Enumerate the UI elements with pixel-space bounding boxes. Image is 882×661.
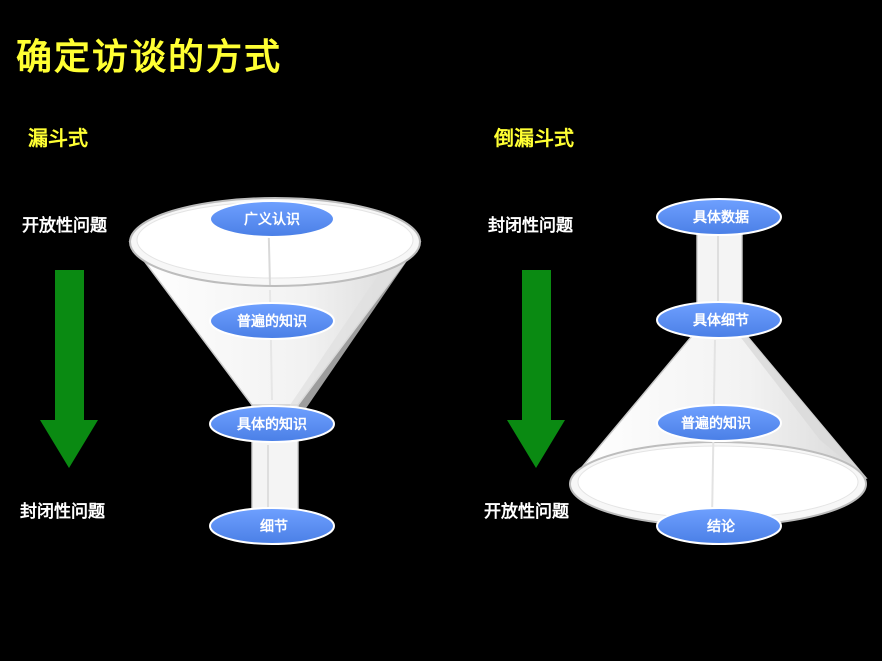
inverted-funnel-pill-4: 结论 bbox=[656, 507, 782, 545]
funnel-top-label: 开放性问题 bbox=[22, 216, 107, 236]
funnel-shape bbox=[128, 197, 422, 521]
funnel-heading: 漏斗式 bbox=[28, 126, 88, 150]
funnel-pill-3-text: 具体的知识 bbox=[236, 416, 307, 433]
inverted-funnel-pill-2: 具体细节 bbox=[656, 301, 782, 339]
inverted-funnel-top-label: 封闭性问题 bbox=[488, 216, 573, 236]
page-title: 确定访谈的方式 bbox=[16, 36, 283, 78]
inverted-funnel-heading: 倒漏斗式 bbox=[494, 126, 574, 150]
inverted-funnel-down-arrow bbox=[507, 270, 565, 468]
funnel-pill-1: 广义认识 bbox=[209, 200, 335, 238]
funnel-pill-1-text: 广义认识 bbox=[244, 211, 300, 228]
funnel-bottom-label: 封闭性问题 bbox=[20, 502, 105, 522]
inverted-funnel-pill-1-text: 具体数据 bbox=[692, 209, 749, 226]
inverted-funnel-pill-4-text: 结论 bbox=[707, 518, 736, 535]
funnel-pill-2: 普遍的知识 bbox=[209, 302, 335, 340]
inverted-funnel-pill-2-text: 具体细节 bbox=[692, 312, 749, 329]
inverted-funnel-pill-3: 普遍的知识 bbox=[656, 404, 782, 442]
funnel-down-arrow bbox=[40, 270, 98, 468]
inverted-funnel-pill-3-text: 普遍的知识 bbox=[681, 415, 751, 432]
inverted-funnel-pill-1: 具体数据 bbox=[656, 198, 782, 236]
inverted-funnel-shape bbox=[569, 214, 868, 527]
funnel-pill-3: 具体的知识 bbox=[209, 405, 335, 443]
funnel-pill-2-text: 普遍的知识 bbox=[237, 313, 307, 330]
funnel-pill-4: 细节 bbox=[209, 507, 335, 545]
inverted-funnel-bottom-label: 开放性问题 bbox=[484, 502, 569, 522]
funnel-pill-4-text: 细节 bbox=[260, 518, 288, 535]
